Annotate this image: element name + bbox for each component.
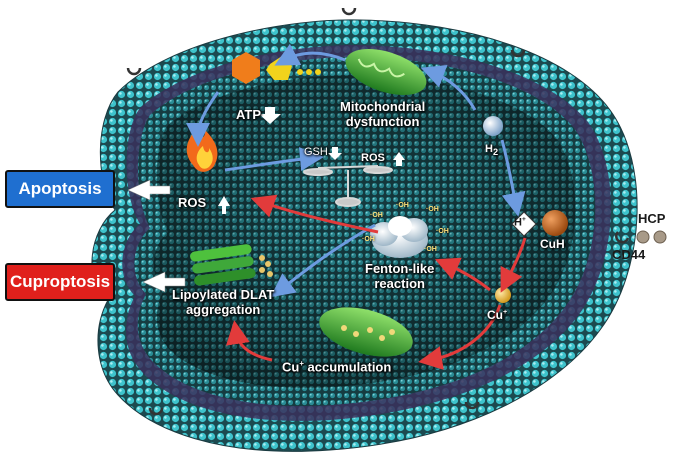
ros-center-label: ROS: [361, 152, 385, 164]
ros-up-arrow-center-icon: [393, 152, 405, 166]
hydroxyl-radical-label: ·OH: [424, 246, 437, 253]
arrow-accum-to-dlat: [225, 320, 273, 362]
arrow-to-cuproptosis: [142, 271, 186, 293]
cu-plus-label: Cu+: [487, 307, 508, 322]
h-plus-label: H+: [514, 216, 526, 229]
red-arrows: [225, 194, 527, 370]
hcp-label: HCP: [638, 211, 666, 226]
receptor-icon: [615, 231, 630, 244]
cuh-particle-icon: [542, 210, 568, 236]
arrow-fenton-to-ros: [250, 194, 379, 234]
receptor-icon: [510, 49, 526, 58]
apoptosis-box: Apoptosis: [5, 170, 115, 208]
apoptosis-label: Apoptosis: [18, 179, 102, 198]
gsh-down-arrow-icon: [328, 147, 342, 160]
hydroxyl-radical-label: ·OH: [362, 236, 375, 243]
dlat-aggregation-label: Lipoylated DLAT aggregation: [172, 287, 275, 317]
gsh-label: GSH: [304, 146, 328, 158]
arrow-cuh-to-cu: [500, 237, 527, 293]
hydroxyl-radical-label: ·OH: [436, 228, 449, 235]
ros-left-label: ROS: [178, 195, 207, 210]
dlat-aggregate-icon: [190, 244, 273, 286]
h-plus-diamond-icon: [511, 211, 537, 237]
cd44-receptor-icons: [126, 7, 630, 416]
hcp-particles: [636, 230, 667, 244]
atp-label: ATP: [236, 107, 262, 122]
cuproptosis-box: Cuproptosis: [5, 263, 115, 301]
arrow-ros-to-gsh: [224, 147, 324, 172]
arrow-cu-to-accum: [418, 304, 502, 370]
ros-up-arrow-icon: [218, 196, 230, 214]
hydroxyl-radical-label: ·OH: [396, 202, 409, 209]
mitochondrion-bottom-icon: [319, 307, 413, 357]
exit-arrows: [127, 179, 186, 293]
indicator-arrows: [218, 107, 405, 214]
receptor-icon: [148, 407, 164, 416]
arrow-atp-to-ros: [186, 91, 220, 147]
blue-arrows: [186, 43, 526, 298]
arrow-h2-to-mito: [420, 64, 477, 111]
balance-scale-icon: [303, 165, 393, 207]
arrow-to-apoptosis: [127, 179, 171, 201]
cu-ion-icon: [495, 287, 511, 303]
fenton-reaction-label: Fenton-like reaction: [365, 261, 435, 291]
h2-bubble-icon: [483, 116, 503, 136]
arrow-h-to-h2: [500, 139, 526, 217]
hydroxyl-radical-label: ·OH: [426, 206, 439, 213]
receptor-icon: [126, 67, 142, 76]
fenton-cloud-icon: [370, 216, 428, 258]
mitochondrion-top-icon: [345, 48, 427, 96]
cd44-label: CD44: [612, 247, 646, 262]
cuproptosis-label: Cuproptosis: [9, 272, 111, 291]
atp-down-arrow-icon: [259, 107, 281, 124]
arrow-fenton-to-dlat: [270, 223, 376, 298]
h2-label: H2: [485, 143, 499, 158]
receptor-icon: [341, 7, 357, 16]
arrow-mito-to-atp: [274, 43, 346, 66]
cu-accumulation-label: Cu+ accumulation: [282, 359, 392, 375]
receptor-icon: [464, 401, 480, 410]
mitochondrial-dysfunction-label: Mitochondrial dysfunction: [340, 99, 426, 129]
cuh-label: CuH: [540, 237, 565, 251]
hydroxyl-radical-label: ·OH: [370, 212, 383, 219]
arrow-cu-to-fenton: [434, 257, 491, 292]
